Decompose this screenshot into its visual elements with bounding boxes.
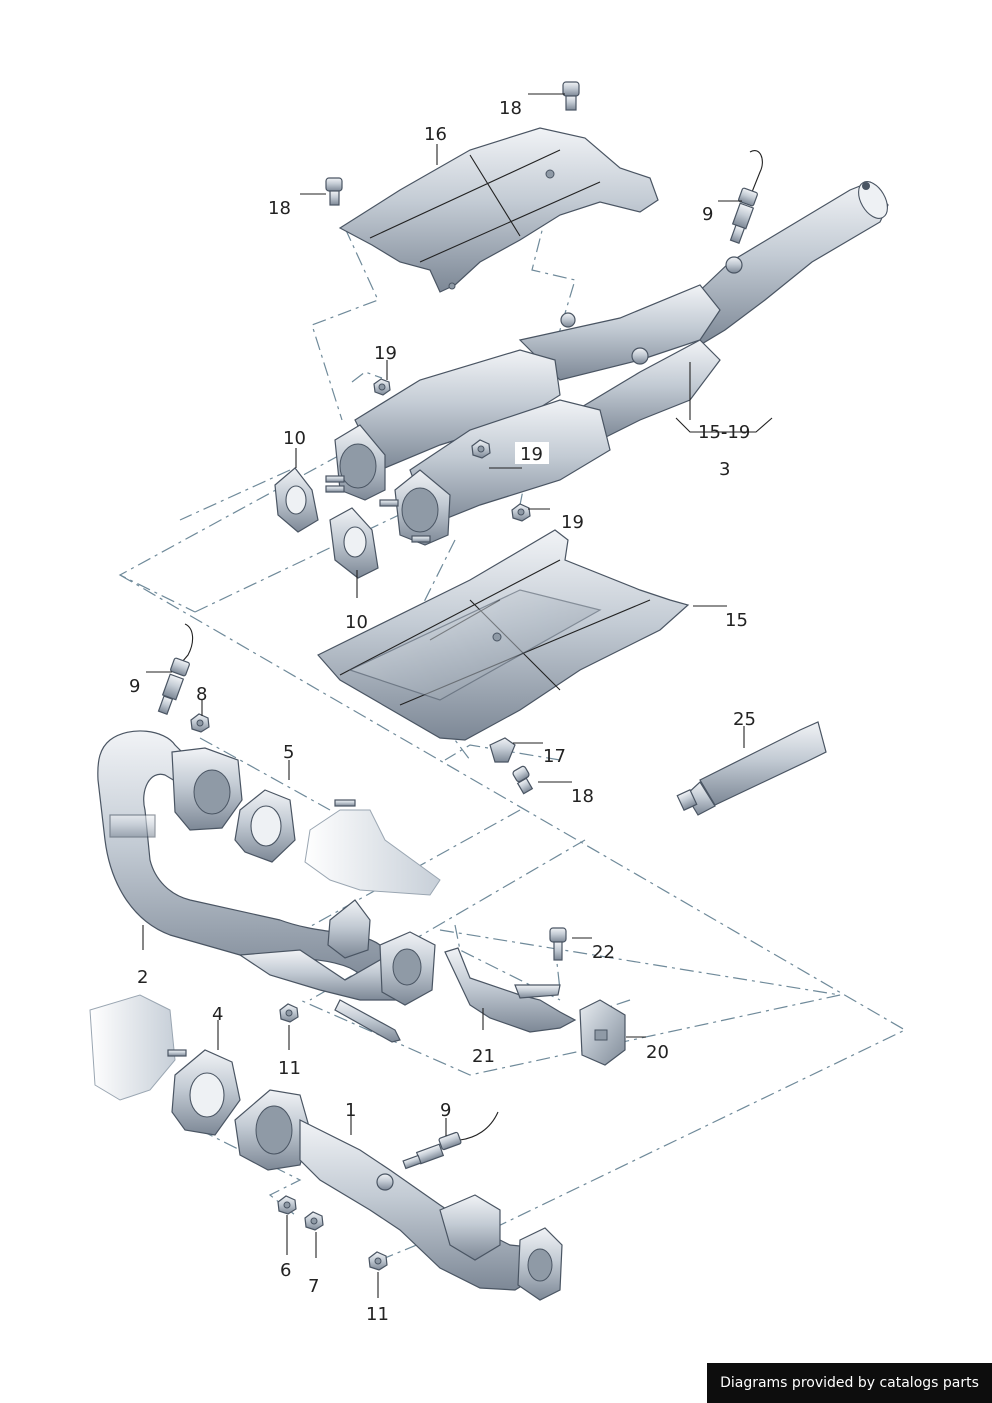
nut-11-upper[interactable] (279, 1003, 299, 1023)
nut-19-b[interactable] (471, 439, 491, 459)
callout-10-upper: 10 (283, 428, 306, 449)
callout-18-top: 18 (499, 98, 522, 119)
gasket-10-upper[interactable] (274, 467, 319, 533)
bolt-18-lower[interactable] (512, 765, 534, 795)
gasket-4[interactable] (171, 1049, 241, 1136)
callout-21: 21 (472, 1046, 495, 1067)
callout-3: 3 (719, 459, 730, 480)
pipe-stub-upper (304, 799, 441, 896)
bolt-22[interactable] (549, 927, 567, 961)
callout-19-c: 19 (561, 512, 584, 533)
callout-labels: 18 16 18 9 19 10 19 19 15-19 3 10 15 9 8… (129, 98, 756, 1325)
oxygen-sensor-9-left[interactable] (157, 623, 194, 715)
clip-17[interactable] (489, 737, 516, 763)
callout-16: 16 (424, 124, 447, 145)
credit-banner: Diagrams provided by catalogs parts (707, 1363, 992, 1403)
callout-25: 25 (733, 709, 756, 730)
heat-shield-upper[interactable] (338, 127, 659, 293)
callout-18-lower: 18 (571, 786, 594, 807)
pipe-stub-lower (89, 994, 187, 1101)
heat-shield-lower[interactable] (317, 529, 690, 741)
callout-7: 7 (308, 1276, 319, 1297)
gasket-5[interactable] (234, 789, 296, 863)
callout-9-left: 9 (129, 676, 140, 697)
callout-11-upper: 11 (278, 1058, 301, 1079)
callout-5: 5 (283, 742, 294, 763)
nut-8[interactable] (190, 713, 210, 733)
callout-9-top: 9 (702, 204, 713, 225)
nut-19-c[interactable] (511, 503, 531, 522)
nut-7[interactable] (304, 1211, 324, 1231)
bracket-21[interactable] (444, 947, 577, 1033)
front-pipe-2[interactable] (97, 730, 436, 1043)
front-pipe-1[interactable] (234, 1089, 563, 1301)
nut-11-lower[interactable] (368, 1251, 388, 1271)
callout-22: 22 (592, 942, 615, 963)
callout-9-lower: 9 (440, 1100, 451, 1121)
leader-lines (142, 93, 773, 1298)
callout-4: 4 (212, 1004, 223, 1025)
nut-19-a[interactable] (373, 378, 391, 396)
bolt-18-left[interactable] (325, 177, 343, 206)
oxygen-sensor-9-lower[interactable] (402, 1111, 499, 1170)
gasket-10-lower[interactable] (329, 507, 379, 579)
nut-6[interactable] (277, 1195, 297, 1215)
callout-1: 1 (345, 1100, 356, 1121)
callout-18-left: 18 (268, 198, 291, 219)
callout-10-lower: 10 (345, 612, 368, 633)
callout-20: 20 (646, 1042, 669, 1063)
callout-17: 17 (543, 746, 566, 767)
rubber-mount-20[interactable] (579, 999, 626, 1066)
sealing-compound-tube-25[interactable] (676, 721, 827, 816)
callout-6: 6 (280, 1260, 291, 1281)
oxygen-sensor-9-top[interactable] (729, 150, 763, 244)
catalytic-converter-assembly[interactable] (325, 177, 893, 546)
bolt-18-top[interactable] (562, 81, 580, 111)
callout-8: 8 (196, 684, 207, 705)
callout-19-a: 19 (374, 343, 397, 364)
callout-15-19: 15-19 (698, 422, 750, 443)
callout-15: 15 (725, 610, 748, 631)
label-background (515, 442, 549, 464)
callout-19-b: 19 (520, 444, 543, 465)
callout-2: 2 (137, 967, 148, 988)
callout-11-lower: 11 (366, 1304, 389, 1325)
